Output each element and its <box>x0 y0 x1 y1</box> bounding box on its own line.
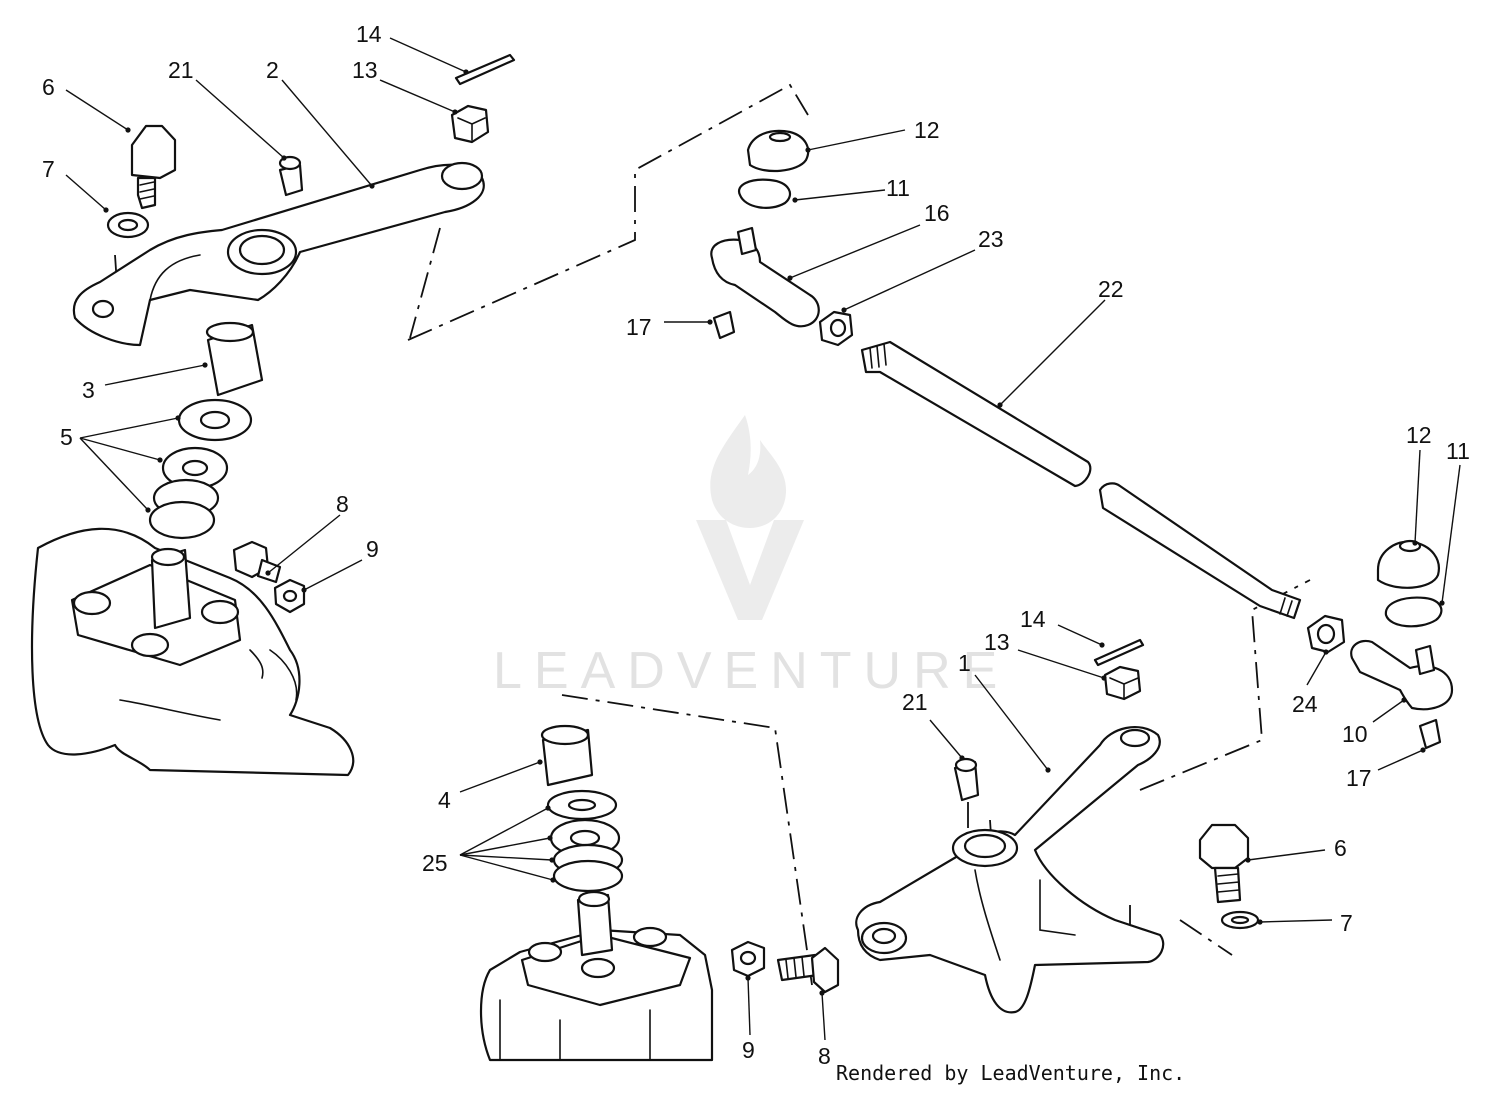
bolt-8-upper <box>232 540 282 584</box>
callout-6-lower: 6 <box>1334 835 1347 861</box>
grease-fitting-21-lower <box>953 757 980 802</box>
steering-arm-1 <box>855 726 1165 1014</box>
leadventure-watermark-logo <box>696 415 804 620</box>
retaining-ring-11-upper <box>737 178 792 209</box>
bolt-6-lower <box>1198 823 1250 904</box>
callout-21-upper: 21 <box>168 57 194 83</box>
callout-17-upper: 17 <box>626 314 652 340</box>
callout-5: 5 <box>60 424 73 450</box>
callout-6-upper: 6 <box>42 74 55 100</box>
callout-4: 4 <box>438 787 451 813</box>
callout-22: 22 <box>1098 276 1124 302</box>
bolt-6-upper <box>130 124 177 210</box>
callout-16: 16 <box>924 200 950 226</box>
callout-12-right: 12 <box>1406 422 1432 448</box>
tie-rod-22 <box>860 340 1302 620</box>
bushing-4 <box>540 724 594 787</box>
callout-13-upper: 13 <box>352 57 378 83</box>
lock-washer-7-upper <box>106 211 150 239</box>
grease-fitting-17-upper <box>712 310 736 340</box>
callout-9-lower: 9 <box>742 1037 755 1063</box>
render-credit: Rendered by LeadVenture, Inc. <box>836 1061 1186 1085</box>
castle-nut-13-upper <box>450 104 490 144</box>
bolt-8-lower <box>776 946 840 994</box>
dust-boot-12-upper <box>746 129 810 173</box>
washers-5 <box>148 398 253 540</box>
callout-9-upper: 9 <box>366 536 379 562</box>
callout-2: 2 <box>266 57 279 83</box>
callout-8-upper: 8 <box>336 491 349 517</box>
grease-fitting-17-right <box>1418 718 1442 750</box>
watermark-text: LEADVENTURE <box>493 642 1009 700</box>
callout-7-upper: 7 <box>42 156 55 182</box>
callout-13-lower: 13 <box>984 629 1010 655</box>
callout-10: 10 <box>1342 721 1368 747</box>
tie-rod-end-16 <box>710 226 820 328</box>
callout-24: 24 <box>1292 691 1318 717</box>
callout-21-lower: 21 <box>902 689 928 715</box>
retaining-ring-11-right <box>1384 596 1443 628</box>
cotter-pin-14-lower <box>1093 638 1145 667</box>
callout-11-upper: 11 <box>886 175 910 201</box>
callout-25: 25 <box>422 850 448 876</box>
callout-11-right: 11 <box>1446 438 1470 464</box>
lock-washer-7-lower <box>1220 910 1260 930</box>
jam-nut-24 <box>1306 614 1346 654</box>
callout-labels: 14 13 21 2 6 7 3 5 8 9 12 11 16 23 17 22… <box>42 21 1470 1069</box>
callout-14-upper: 14 <box>356 21 382 47</box>
callout-17-right: 17 <box>1346 765 1372 791</box>
callout-3: 3 <box>82 377 95 403</box>
nut-9-lower <box>730 940 766 978</box>
grease-fitting-21-upper <box>278 155 304 197</box>
callout-leaders <box>65 37 1461 1041</box>
callout-1: 1 <box>958 650 971 676</box>
cotter-pin-14-upper <box>454 53 516 86</box>
steering-gear-housing-upper <box>30 527 355 777</box>
dust-boot-12-right <box>1376 539 1440 589</box>
callout-8-lower: 8 <box>818 1043 831 1069</box>
callout-7-lower: 7 <box>1340 910 1353 936</box>
tie-rod-end-10 <box>1350 639 1454 711</box>
castle-nut-13-lower <box>1103 665 1142 701</box>
bushing-3 <box>205 321 264 397</box>
nut-9-upper <box>273 578 306 614</box>
steering-arm-2 <box>72 161 485 347</box>
callout-12-upper: 12 <box>914 117 940 143</box>
callout-23: 23 <box>978 226 1004 252</box>
jam-nut-23 <box>818 310 854 347</box>
washers-25 <box>546 789 624 893</box>
steering-gear-housing-lower <box>479 890 714 1062</box>
callout-14-lower: 14 <box>1020 606 1046 632</box>
